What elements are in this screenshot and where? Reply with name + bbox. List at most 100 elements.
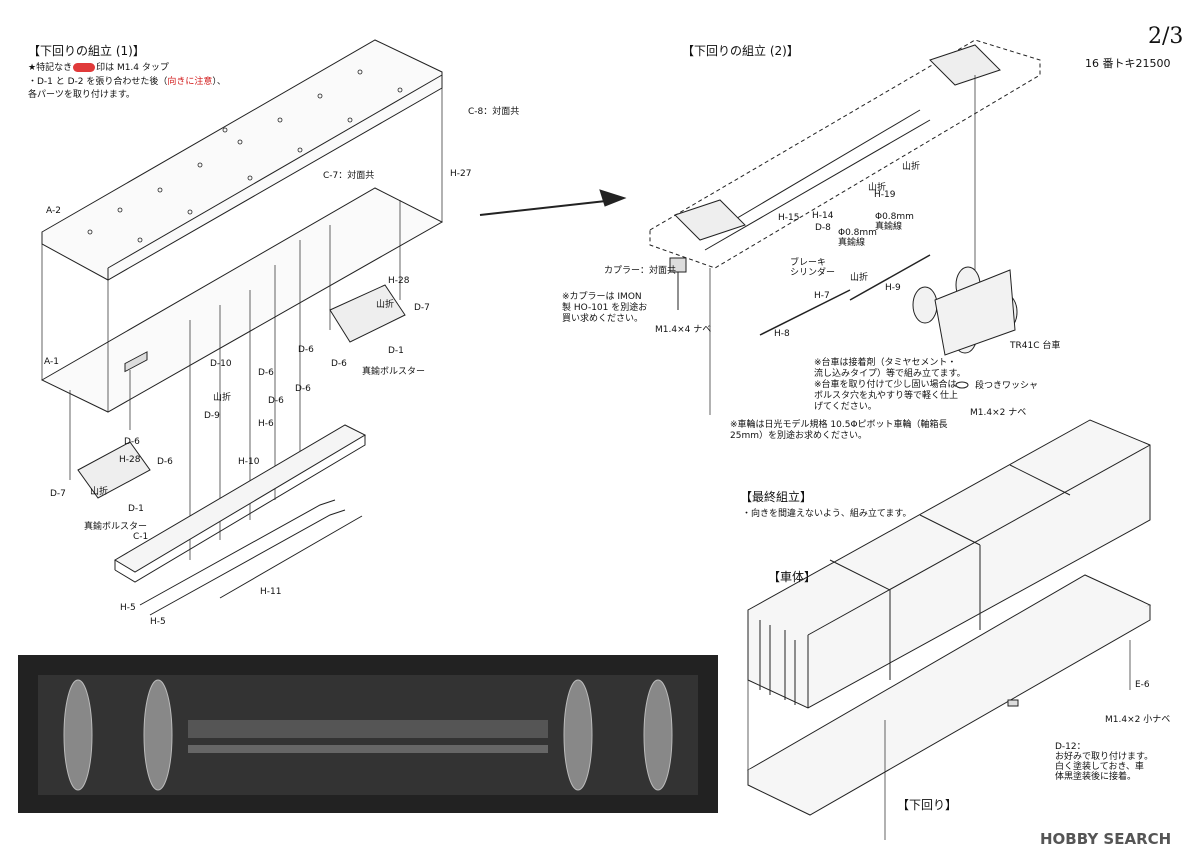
coupler-label: カプラー：対面共: [604, 266, 677, 276]
label-h11: H-11: [260, 587, 282, 597]
label-d7a: D-7: [414, 303, 430, 313]
section1-note1: ★特記なき 印は M1.4 タップ: [28, 60, 169, 73]
under-label: 【下回り】: [897, 798, 958, 812]
transition-arrow: [479, 199, 616, 216]
part-end-beam-right: [929, 44, 1001, 86]
wire-label-line: 真鍮線: [875, 222, 903, 232]
photo-illustration: [18, 655, 718, 813]
label-d6b: D-6: [331, 359, 347, 369]
label-h6: H-6: [258, 419, 274, 429]
washer: [955, 381, 969, 389]
label-yamaori2: 山折: [90, 487, 109, 497]
coupler-note-line: ※カプラーは IMON: [562, 292, 642, 302]
label-h8: H-8: [774, 329, 790, 339]
part-d12: [1007, 699, 1019, 707]
wire-label-1: Φ0.8mm 真鍮線: [875, 212, 914, 232]
label-h19: H-19: [874, 190, 896, 200]
d12-note-line: D-12：: [1055, 742, 1086, 752]
coupler-note: ※カプラーは IMON 製 HO-101 を別途お 買い求めください。: [562, 292, 647, 325]
section2-title: 【下回りの組立 (2)】: [682, 44, 799, 58]
label-h28a: H-28: [388, 276, 410, 286]
label-d6e: D-6: [268, 396, 284, 406]
body-label: 【車体】: [768, 570, 817, 584]
d12-note-line: お好みで取り付けます。: [1055, 752, 1154, 762]
underframe-photo: [18, 655, 718, 813]
underframe-final: [746, 574, 1152, 816]
d12-note-line: 白く塗装しておき、車: [1055, 762, 1144, 772]
wheel-note: ※車輪は日光モデル規格 10.5Φピボット車輪（軸箱長 25mm）を別途お求めく…: [730, 420, 948, 442]
label-yamaori1: 山折: [376, 300, 395, 310]
label-d6c: D-6: [258, 368, 274, 378]
label-d6g: D-6: [157, 457, 173, 467]
brake-label: ブレーキ シリンダー: [790, 258, 835, 278]
part-h5-wire-a: [139, 499, 336, 606]
model-name: 16 番トキ21500: [1085, 57, 1171, 70]
wheel-note-line: 25mm）を別途お求めください。: [730, 431, 867, 441]
wire-label-line: 真鍮線: [838, 238, 866, 248]
label-h28b: H-28: [119, 455, 141, 465]
part-h5-wire-b: [149, 509, 346, 616]
label-c1: C-1: [133, 532, 149, 542]
wheel-note-line: ※車輪は日光モデル規格 10.5Φピボット車輪（軸箱長: [730, 420, 948, 430]
label-d10: D-10: [210, 359, 232, 369]
d12-note: D-12： お好みで取り付けます。 白く塗装しておき、車 体黒塗装後に接着。: [1055, 742, 1153, 782]
truck-note-line: ボルスタ穴を丸やすり等で軽く仕上: [814, 391, 959, 401]
coupler-note-line: 買い求めください。: [562, 314, 644, 324]
part-h11-wire: [219, 515, 363, 599]
label-c8: C-8：対面共: [468, 107, 520, 117]
section3-note: ・向きを間違えないよう、組み立てます。: [742, 509, 912, 519]
section1-title: 【下回りの組立 (1)】: [28, 44, 145, 58]
note1-pre: ★特記なき: [28, 63, 73, 73]
wire-label-line: Φ0.8mm: [838, 228, 877, 238]
note2-red: 向きに注意: [167, 77, 213, 87]
label-yamaori3: 山折: [213, 393, 232, 403]
red-dot-icon: [73, 63, 96, 72]
truck-label: TR41C 台車: [1010, 341, 1061, 351]
wire-label-line: Φ0.8mm: [875, 212, 914, 222]
label-h14: H-14: [812, 211, 834, 221]
note1-post: 印は M1.4 タップ: [96, 63, 169, 73]
label-h5a: H-5: [120, 603, 136, 613]
truck-note-line: げてください。: [814, 402, 877, 412]
part-h8-rod: [759, 289, 851, 336]
label-c7: C-7：対面共: [323, 171, 375, 181]
brake-label-line: シリンダー: [790, 268, 836, 278]
truck-note: ※台車は接着剤（タミヤセメント・ 流し込みタイプ）等で組み立てます。 ※台車を取…: [814, 358, 966, 413]
screw-label-2: M1.4×2 ナベ: [970, 408, 1027, 418]
brake-label-line: ブレーキ: [790, 258, 827, 268]
label-a2: A-2: [46, 206, 61, 216]
screw-label-1: M1.4×4 ナベ: [655, 325, 712, 335]
label-d7b: D-7: [50, 489, 66, 499]
label-d6d: D-6: [295, 384, 311, 394]
label-bolster2: 真鍮ボルスター: [84, 522, 148, 532]
washer-label: 段つきワッシャ: [975, 381, 1039, 391]
end-ribs: [759, 620, 796, 705]
truck-note-line: ※台車を取り付けて少し固い場合は: [814, 380, 957, 390]
label-yamaori4: 山折: [902, 162, 921, 172]
page-number: 2/3: [1148, 24, 1184, 49]
label-h15: H-15: [778, 213, 800, 223]
label-yamaori-s2: 山折: [850, 273, 869, 283]
e6-label: E-6: [1135, 680, 1150, 690]
note2-pre: ・D-1 と D-2 を張り合わせた後（: [28, 77, 168, 87]
label-h10: H-10: [238, 457, 260, 467]
label-h9: H-9: [885, 283, 901, 293]
truck-note-line: 流し込みタイプ）等で組み立てます。: [814, 369, 966, 379]
label-d6a: D-6: [298, 345, 314, 355]
part-d1-right: [329, 284, 406, 343]
label-yamaori5: 山折: [868, 183, 887, 193]
d12-note-line: 体黒塗装後に接着。: [1055, 772, 1137, 782]
label-d8: D-8: [815, 223, 831, 233]
label-a1: A-1: [44, 357, 59, 367]
label-d1a: D-1: [388, 346, 404, 356]
label-d1b: D-1: [128, 504, 144, 514]
label-bolster1: 真鍮ボルスター: [362, 367, 426, 377]
coupler-note-line: 製 HO-101 を別途お: [562, 303, 648, 313]
part-d1-left: [77, 441, 151, 499]
label-h27: H-27: [450, 169, 472, 179]
truck-note-line: ※台車は接着剤（タミヤセメント・: [814, 358, 957, 368]
section1-note2: ・D-1 と D-2 を張り合わせた後（向きに注意）、: [28, 74, 226, 87]
note2-post: ）、: [212, 77, 226, 87]
part-end-beam-left: [674, 199, 746, 241]
